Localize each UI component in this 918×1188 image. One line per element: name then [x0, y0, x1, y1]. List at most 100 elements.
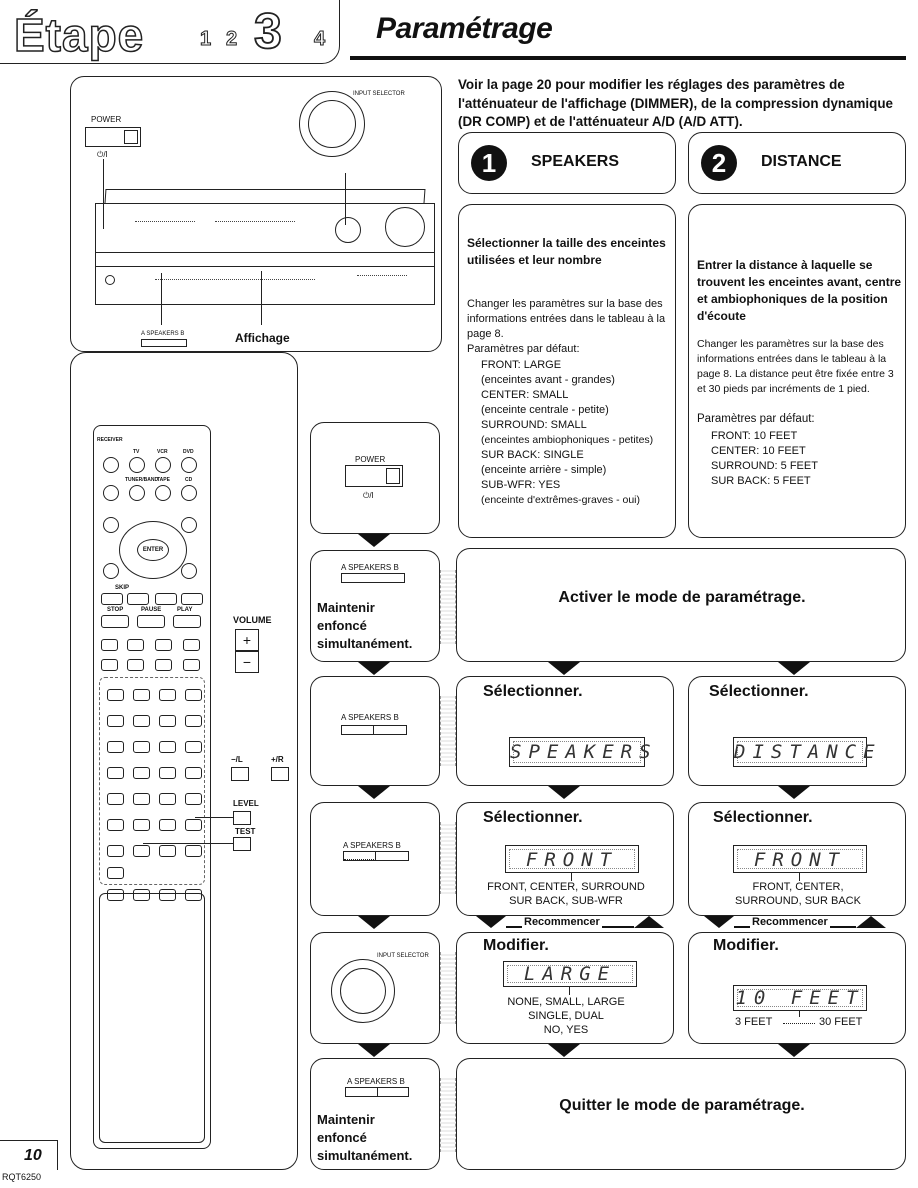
- remote-menu-button[interactable]: [181, 517, 197, 533]
- remote-key-3[interactable]: [159, 689, 176, 701]
- section-distance-title: DISTANCE: [761, 153, 842, 170]
- step-power-button[interactable]: [345, 465, 403, 487]
- remote-vcr-button[interactable]: [155, 457, 171, 473]
- select2-side-panel: [440, 822, 456, 894]
- speakers-info-heading: Sélectionner la taille des enceintes uti…: [467, 236, 666, 267]
- input-selector-knob[interactable]: [299, 91, 365, 157]
- remote-key-9[interactable]: [159, 741, 176, 753]
- remote-volume-down-button[interactable]: [155, 659, 172, 671]
- remote-key-7[interactable]: [107, 741, 124, 753]
- level-button[interactable]: [233, 811, 251, 825]
- remote-subwoofer-button[interactable]: [101, 659, 118, 671]
- lcd-distance: DISTANCE: [733, 737, 875, 767]
- remote-key-spacer[interactable]: [107, 767, 124, 779]
- remote-key-1[interactable]: [107, 689, 124, 701]
- remote-minus-l-button[interactable]: [159, 793, 176, 805]
- remote-balance-button[interactable]: [185, 845, 202, 857]
- remote-level-button[interactable]: [185, 819, 202, 831]
- speakers-default: SUR BACK: SINGLE: [481, 449, 584, 461]
- speakers-default: (enceintes avant - grandes): [481, 374, 615, 386]
- remote-selector-button[interactable]: [183, 659, 200, 671]
- front2-tick: [799, 873, 801, 881]
- remote-keypad-area: [99, 677, 205, 885]
- intro-text: Voir la page 20 pour modifier les réglag…: [458, 77, 893, 130]
- remote-prologic-button[interactable]: [107, 819, 124, 831]
- remote-audio-button[interactable]: [107, 867, 124, 879]
- select-speakers-button[interactable]: [341, 725, 407, 735]
- remote-return-button[interactable]: [181, 563, 197, 579]
- restart-label-speakers[interactable]: Recommencer: [522, 916, 602, 928]
- hold-speakers-button[interactable]: [341, 573, 405, 583]
- remote-display-button[interactable]: [103, 563, 119, 579]
- remote-test-button[interactable]: [133, 845, 150, 857]
- remote-key-6[interactable]: [159, 715, 176, 727]
- remote-key-8[interactable]: [133, 741, 150, 753]
- remote-dimmer-button[interactable]: [185, 689, 202, 701]
- select-front2-box: Sélectionner. FRONT FRONT, CENTER, SURRO…: [688, 802, 906, 916]
- remote-group-button[interactable]: [133, 889, 150, 901]
- minus-l-button[interactable]: [231, 767, 249, 781]
- speakers-info-body: Changer les paramètres sur la base des i…: [467, 298, 666, 340]
- remote-plus-r-button[interactable]: [185, 793, 202, 805]
- step-input-selector-label: INPUT SELECTOR: [377, 953, 429, 959]
- remote-receiver-button[interactable]: [103, 457, 119, 473]
- feet-tick: [799, 1011, 801, 1017]
- remote-sfc-button[interactable]: [133, 819, 150, 831]
- remote-tv-button[interactable]: [129, 457, 145, 473]
- remote-channel-down-button[interactable]: [127, 659, 144, 671]
- remote-skip-back-button[interactable]: [101, 593, 123, 605]
- quit-speakers-button[interactable]: [345, 1087, 409, 1097]
- power-button[interactable]: [85, 127, 141, 147]
- remote-remaster-button[interactable]: [133, 793, 150, 805]
- remote-pause-button[interactable]: [137, 615, 165, 628]
- section-speakers: 1 SPEAKERS: [458, 132, 676, 194]
- remote-muting-button[interactable]: [183, 639, 200, 651]
- remote-source-direct-button[interactable]: [185, 767, 202, 779]
- test-button[interactable]: [233, 837, 251, 851]
- remote-stop-button[interactable]: [101, 615, 129, 628]
- remote-neo6-button[interactable]: [107, 845, 124, 857]
- select2-speakers-button[interactable]: [343, 851, 409, 861]
- remote-tone-button[interactable]: [159, 845, 176, 857]
- remote-volume-up-button[interactable]: [155, 639, 172, 651]
- remote-effect-button[interactable]: [159, 819, 176, 831]
- remote-rewind-button[interactable]: [155, 593, 177, 605]
- step-power-box: POWER ⏻/I: [310, 422, 440, 534]
- remote-enter-button[interactable]: ENTER: [137, 539, 169, 561]
- remote-sound-mode-button[interactable]: [101, 639, 118, 651]
- remote-ff-button[interactable]: [181, 593, 203, 605]
- remote-cd-button[interactable]: [181, 485, 197, 501]
- remote-key-0[interactable]: [133, 767, 150, 779]
- remote-power-button[interactable]: [103, 485, 119, 501]
- remote-key-2[interactable]: [133, 689, 150, 701]
- remote-label-tuner: TUNER/BAND: [125, 477, 159, 483]
- restart-label-distance[interactable]: Recommencer: [750, 916, 830, 928]
- remote-subtitle-button[interactable]: [107, 889, 124, 901]
- volume-minus-button[interactable]: −: [235, 651, 259, 673]
- remote-key-10[interactable]: [159, 767, 176, 779]
- remote-setup-button[interactable]: [185, 889, 202, 901]
- plus-r-button[interactable]: [271, 767, 289, 781]
- remote-fl-display-button[interactable]: [185, 715, 202, 727]
- remote-skip-fwd-button[interactable]: [127, 593, 149, 605]
- speakers-ab-button[interactable]: [141, 339, 187, 347]
- remote-page-button[interactable]: [159, 889, 176, 901]
- title-rule: [350, 56, 906, 60]
- remote-label-receiver: RECEIVER: [97, 437, 123, 443]
- remote-dvd-ch-button[interactable]: [185, 741, 202, 753]
- remote-channel-up-button[interactable]: [127, 639, 144, 651]
- step-indicator: Étape 1 2 3 4: [0, 0, 340, 64]
- remote-surround-button[interactable]: [107, 793, 124, 805]
- remote-dvd-button[interactable]: [181, 457, 197, 473]
- remote-nav-pad[interactable]: [119, 521, 187, 579]
- arrow-down-icon: [358, 1044, 390, 1057]
- remote-play-button[interactable]: [173, 615, 201, 628]
- remote-panel: RECEIVER TV VCR DVD TUNER/BAND TAPE CD E…: [70, 352, 298, 1170]
- remote-top-menu-button[interactable]: [103, 517, 119, 533]
- volume-plus-button[interactable]: +: [235, 629, 259, 651]
- remote-key-4[interactable]: [107, 715, 124, 727]
- step-input-selector-knob[interactable]: [331, 959, 395, 1023]
- remote-tape-button[interactable]: [155, 485, 171, 501]
- remote-key-5[interactable]: [133, 715, 150, 727]
- remote-tuner-button[interactable]: [129, 485, 145, 501]
